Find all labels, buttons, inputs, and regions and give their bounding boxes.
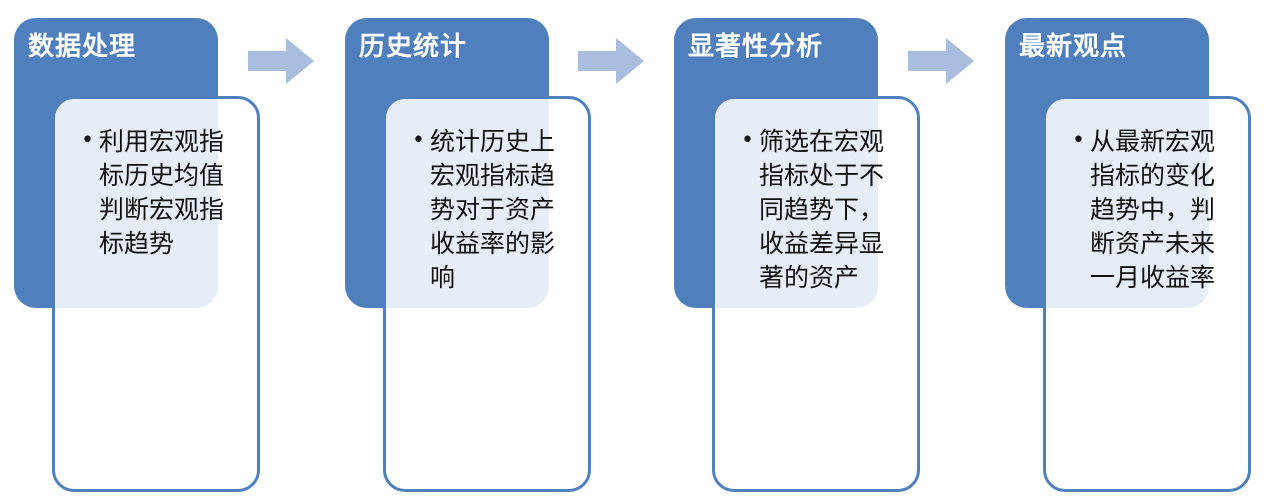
step-historical-statistics: 历史统计 • 统计历史上宏观指标趋势对于资产收益率的影响 <box>345 18 675 492</box>
bullet-icon: • <box>81 128 94 153</box>
bullet-icon: • <box>412 128 425 153</box>
step-title: 数据处理 <box>28 32 137 62</box>
step-detail-card: • 筛选在宏观指标处于不同趋势下，收益差异显著的资产 <box>712 96 920 492</box>
detail-list-item: • 统计历史上宏观指标趋势对于资产收益率的影响 <box>412 125 562 295</box>
step-detail-text: 利用宏观指标历史均值判断宏观指标趋势 <box>99 127 225 258</box>
step-detail-card: • 统计历史上宏观指标趋势对于资产收益率的影响 <box>383 96 591 492</box>
step-detail-card: • 从最新宏观指标的变化趋势中，判断资产未来一月收益率 <box>1043 96 1251 492</box>
step-title: 显著性分析 <box>688 32 824 62</box>
detail-list-item: • 利用宏观指标历史均值判断宏观指标趋势 <box>81 125 231 261</box>
step-detail-text: 统计历史上宏观指标趋势对于资产收益率的影响 <box>430 127 556 292</box>
bullet-icon: • <box>1072 128 1085 153</box>
bullet-icon: • <box>741 128 754 153</box>
step-data-processing: 数据处理 • 利用宏观指标历史均值判断宏观指标趋势 <box>14 18 344 492</box>
step-detail-text: 筛选在宏观指标处于不同趋势下，收益差异显著的资产 <box>759 127 885 292</box>
detail-list-item: • 筛选在宏观指标处于不同趋势下，收益差异显著的资产 <box>741 125 891 295</box>
step-title: 最新观点 <box>1019 32 1128 62</box>
step-latest-view: 最新观点 • 从最新宏观指标的变化趋势中，判断资产未来一月收益率 <box>1005 18 1266 492</box>
step-detail-card: • 利用宏观指标历史均值判断宏观指标趋势 <box>52 96 260 492</box>
step-significance-analysis: 显著性分析 • 筛选在宏观指标处于不同趋势下，收益差异显著的资产 <box>674 18 1004 492</box>
step-detail-text: 从最新宏观指标的变化趋势中，判断资产未来一月收益率 <box>1090 127 1216 292</box>
right-arrow-icon <box>578 38 644 84</box>
right-arrow-icon <box>908 38 974 84</box>
right-arrow-icon <box>248 38 314 84</box>
detail-list-item: • 从最新宏观指标的变化趋势中，判断资产未来一月收益率 <box>1072 125 1222 295</box>
step-title: 历史统计 <box>359 32 468 62</box>
